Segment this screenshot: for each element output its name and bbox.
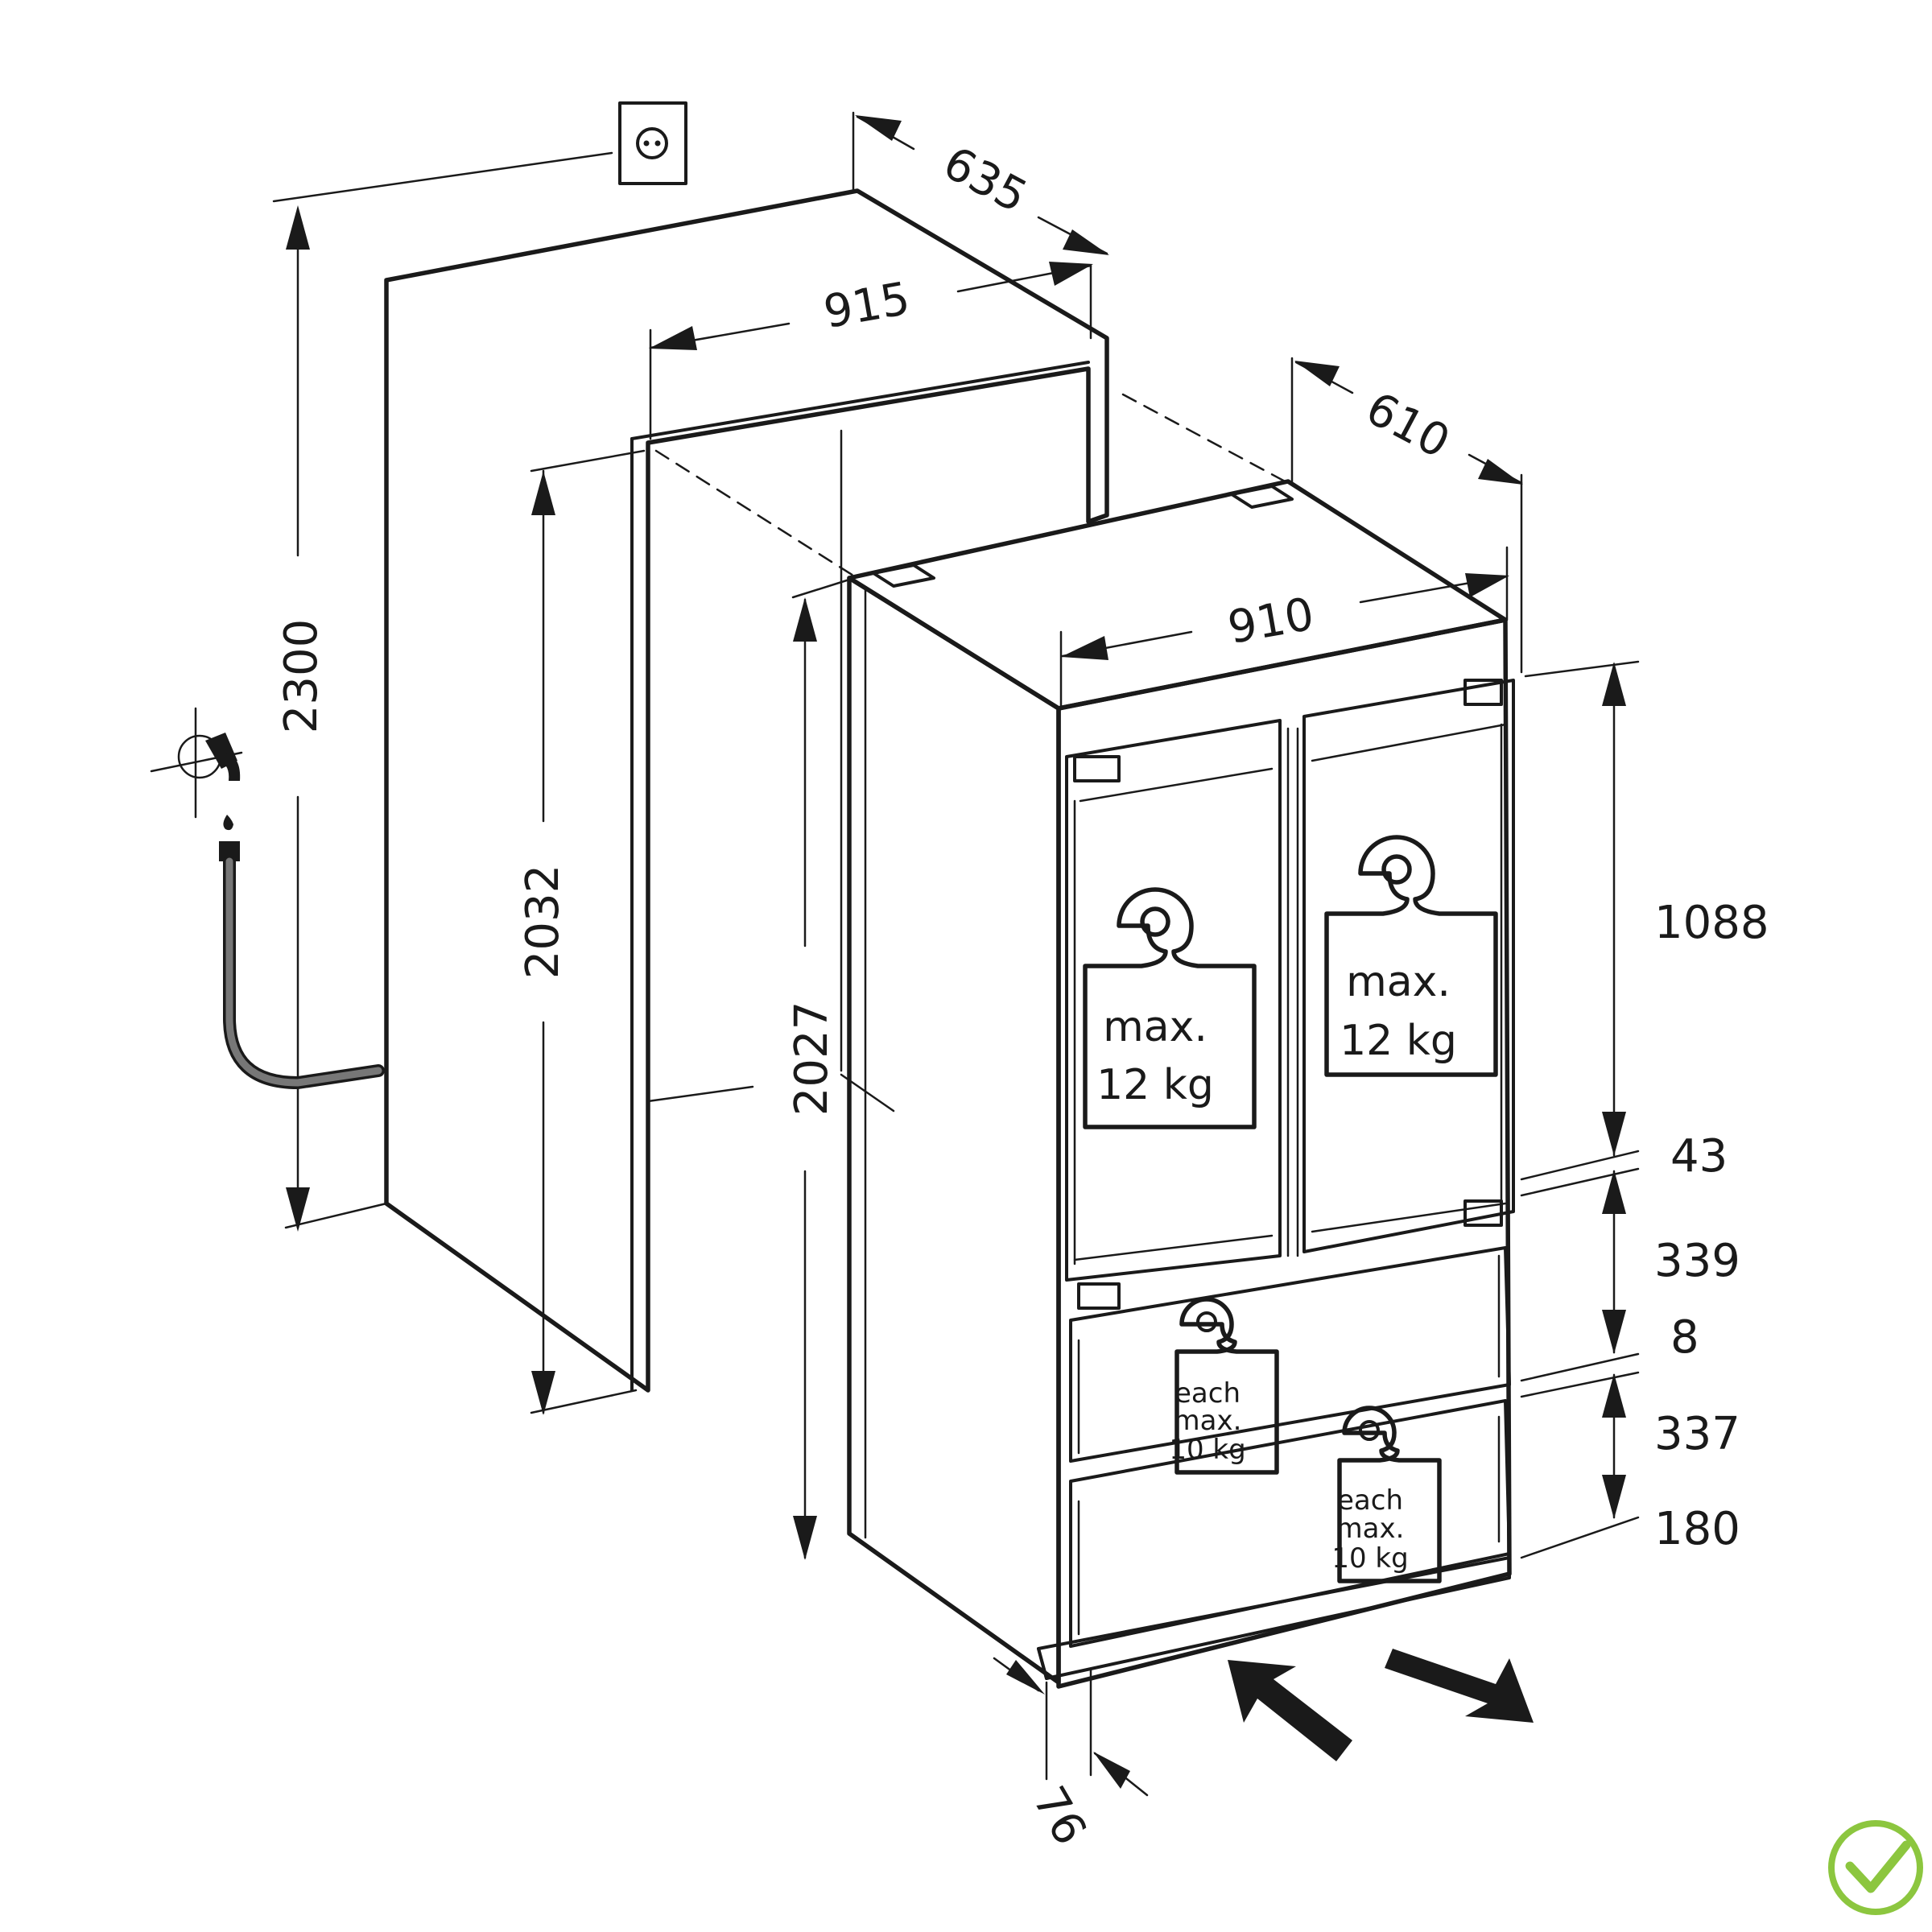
fridge-appliance — [847, 479, 1515, 1689]
dim-915: 915 — [820, 272, 914, 339]
door-right-line2: 12 kg — [1340, 1017, 1457, 1065]
dim-635: 635 — [935, 137, 1035, 224]
weight-icon: each max. 10 kg — [1331, 1406, 1442, 1583]
dim-76: 76 — [1022, 1778, 1096, 1854]
dim-chain-right: 1088 43 339 8 337 180 — [1520, 660, 1769, 1559]
drawer-top-line3: 10 kg — [1169, 1434, 1245, 1466]
dim-appliance-width: 910 — [1059, 546, 1509, 710]
dim-339: 339 — [1654, 1235, 1740, 1287]
drawer-top-line2: max. — [1174, 1405, 1242, 1437]
water-tap-icon — [150, 707, 243, 861]
weight-icon: each max. 10 kg — [1169, 1297, 1279, 1475]
door-left-line1: max. — [1103, 1003, 1208, 1051]
dim-niche-height: 2300 — [275, 205, 388, 1232]
water-hose — [223, 855, 385, 1090]
dim-appliance-height: 2027 — [786, 578, 895, 1560]
drawer-top-line1: each — [1174, 1377, 1241, 1410]
dim-610: 610 — [1357, 382, 1458, 469]
dim-337: 337 — [1654, 1408, 1740, 1460]
drawer-bottom-line2: max. — [1336, 1513, 1405, 1545]
dim-2032: 2032 — [517, 865, 569, 980]
dim-plinth-depth: 76 — [993, 1657, 1149, 1854]
drawer-bottom-line1: each — [1337, 1484, 1403, 1517]
weight-icon: max. 12 kg — [1324, 835, 1498, 1077]
door-right-line1: max. — [1346, 958, 1451, 1006]
drawer-bottom-line3: 10 kg — [1331, 1542, 1408, 1575]
dim-180: 180 — [1654, 1503, 1740, 1555]
niche-cavity — [384, 188, 1109, 1393]
dim-niche-width: 915 — [649, 262, 1093, 440]
door-left-line2: 12 kg — [1096, 1061, 1214, 1109]
dim-43: 43 — [1670, 1130, 1728, 1183]
checkmark-icon — [1828, 1820, 1923, 1915]
power-socket-icon — [618, 101, 687, 185]
dim-2027: 2027 — [786, 1001, 838, 1117]
weight-icon: max. 12 kg — [1083, 887, 1257, 1129]
dim-niche-inner-height: 2032 — [517, 449, 646, 1415]
dim-8: 8 — [1670, 1311, 1699, 1364]
dim-910: 910 — [1224, 588, 1319, 654]
push-pull-arrows-icon — [1228, 1649, 1534, 1761]
dim-1088: 1088 — [1654, 897, 1769, 949]
dim-2300: 2300 — [275, 619, 328, 734]
dim-niche-depth: 635 — [855, 115, 1109, 255]
